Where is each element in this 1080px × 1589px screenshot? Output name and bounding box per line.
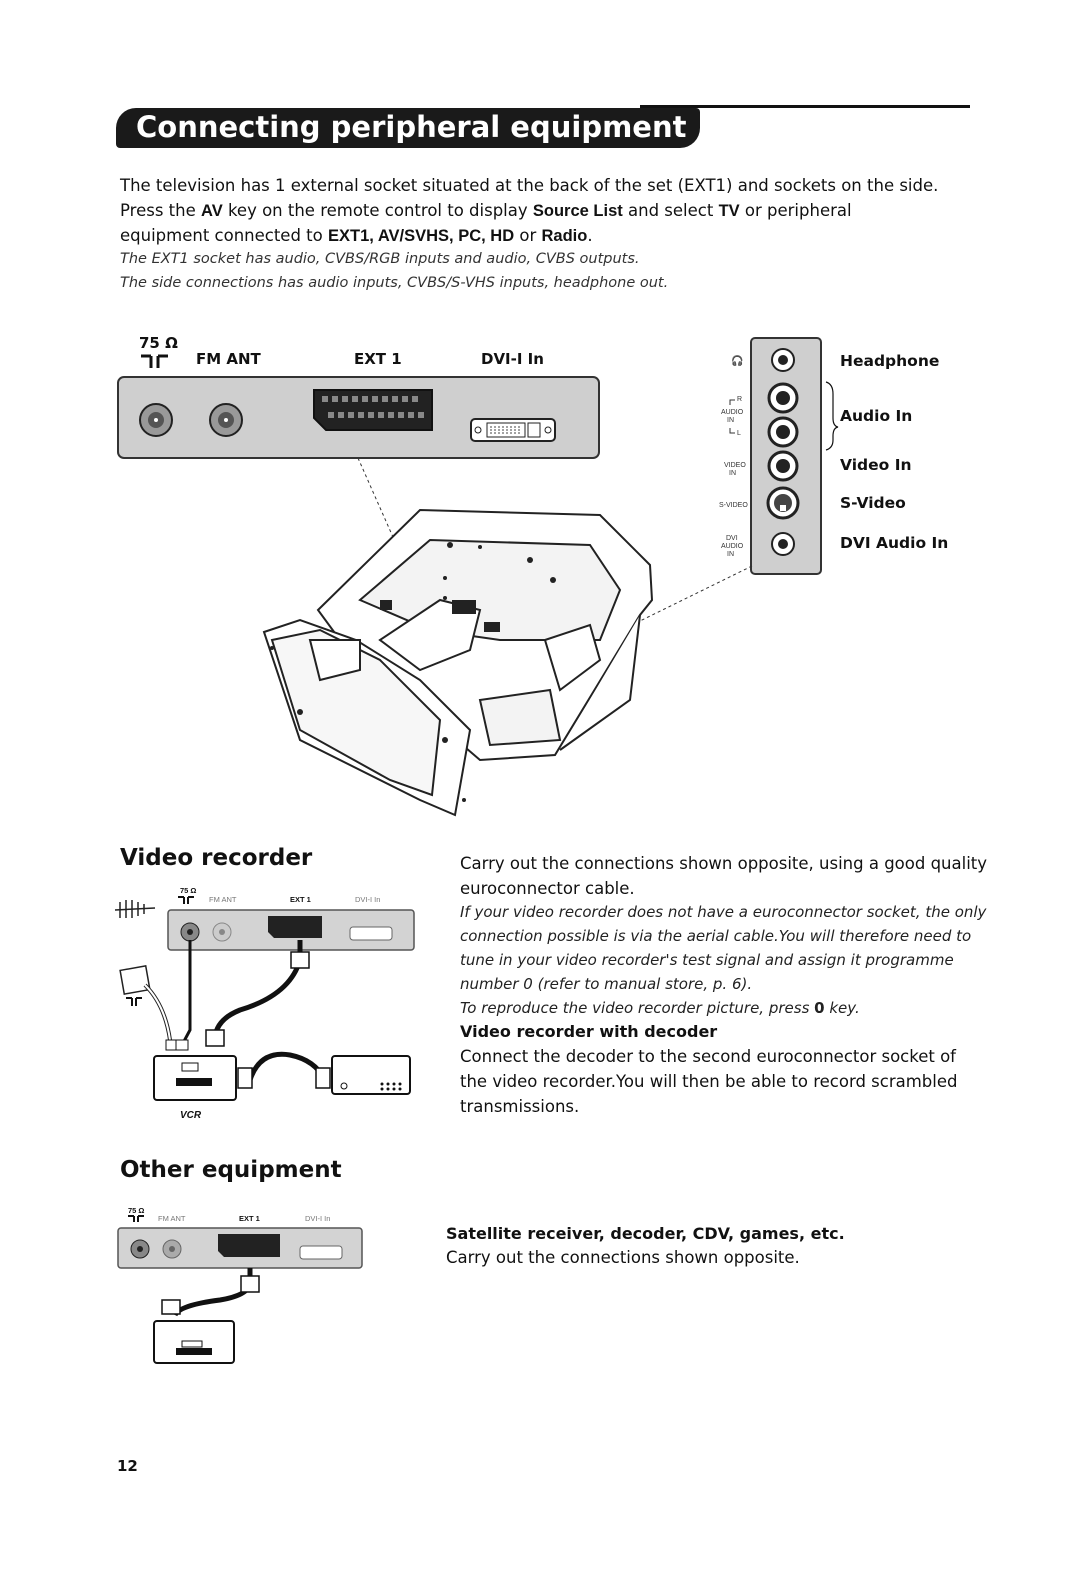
audio-in-label: Audio In <box>840 407 913 425</box>
tiny-dvi-audio-label: AUDIO <box>721 543 744 550</box>
oe-fm-label: FM ANT <box>158 1214 186 1223</box>
vr-ohm-label: 75 Ω <box>180 886 197 895</box>
audio-brace <box>825 381 839 451</box>
vr-italic-1: If your video recorder does not have a e… <box>460 903 987 921</box>
oe-ohm-label: 75 Ω <box>128 1206 145 1215</box>
dvi-socket-icon <box>470 418 556 442</box>
vr-fm-label: FM ANT <box>209 895 237 904</box>
fm-socket-icon <box>209 403 243 437</box>
vr-italic-2: connection possible is via the aerial ca… <box>460 927 972 945</box>
vr-italic-3: tune in your video recorder's test signa… <box>460 951 954 969</box>
aerial-icon <box>114 900 156 918</box>
audio-l-socket-icon <box>767 416 799 448</box>
intro-note-1: The EXT1 socket has audio, CVBS/RGB inpu… <box>120 251 640 267</box>
tiny-svideo-label: S-VIDEO <box>719 502 748 509</box>
tiny-video-in-label: IN <box>729 470 736 477</box>
vcr-label: VCR <box>180 1110 202 1121</box>
intro-line-1: The television has 1 external socket sit… <box>120 176 939 195</box>
ext1-label: EXT 1 <box>354 350 402 368</box>
audio-r-socket-icon <box>767 382 799 414</box>
page-number: 12 <box>117 1457 138 1475</box>
tv-rear-illustration <box>262 508 654 817</box>
connections-illustration: 🎧 <box>117 337 839 817</box>
tiny-video-label: VIDEO <box>724 462 746 469</box>
tiny-dvi-in-label: IN <box>727 551 734 558</box>
headphone-socket-icon <box>771 348 795 372</box>
tiny-in-label: IN <box>727 417 734 424</box>
ohm-label: 75 Ω <box>139 334 178 352</box>
vr-dvi-label: DVI-I In <box>355 895 381 904</box>
video-recorder-heading: Video recorder <box>120 845 313 871</box>
headphone-label: Headphone <box>840 352 940 370</box>
page-title: Connecting peripheral equipment <box>136 110 687 144</box>
vr-ext-label: EXT 1 <box>290 895 311 904</box>
vr-decoder-2: the video recorder.You will then be able… <box>460 1072 958 1091</box>
intro-line-3: equipment connected to EXT1, AV/SVHS, PC… <box>120 226 593 245</box>
video-in-label: Video In <box>840 456 912 474</box>
vr-para-1: Carry out the connections shown opposite… <box>460 854 988 873</box>
coax-socket-icon <box>139 403 173 437</box>
other-equipment-diagram <box>117 1215 363 1364</box>
dvi-label: DVI-I In <box>481 350 544 368</box>
vr-para-1b: euroconnector cable. <box>460 879 635 898</box>
header-rule <box>640 105 970 108</box>
video-recorder-diagram <box>114 896 415 1101</box>
intro-note-2: The side connections has audio inputs, C… <box>120 275 669 291</box>
decoder-box <box>331 1055 411 1095</box>
antenna-symbol-icon <box>141 354 168 368</box>
dvi-audio-socket-icon <box>771 532 795 556</box>
other-equipment-heading: Other equipment <box>120 1157 342 1183</box>
other-sub-heading: Satellite receiver, decoder, CDV, games,… <box>446 1224 845 1243</box>
headphone-icon: 🎧 <box>731 354 743 367</box>
tiny-l-label: L <box>737 430 741 437</box>
tiny-dvi-label: DVI <box>726 535 738 542</box>
page-title-bar: Connecting peripheral equipment <box>116 108 700 148</box>
oe-dvi-label: DVI-I In <box>305 1214 331 1223</box>
vr-decoder-3: transmissions. <box>460 1097 580 1116</box>
tv-detail-dots <box>270 542 556 802</box>
vr-decoder-heading: Video recorder with decoder <box>460 1022 718 1041</box>
vr-antenna-symbol-icon <box>178 896 194 904</box>
tiny-audio-label: AUDIO <box>721 409 744 416</box>
intro-line-2: Press the AV key on the remote control t… <box>120 201 852 220</box>
svideo-socket-icon <box>766 486 800 520</box>
dvi-audio-label: DVI Audio In <box>840 534 949 552</box>
scart-socket-icon <box>313 389 433 431</box>
svideo-label: S-Video <box>840 494 906 512</box>
vr-italic-5: To reproduce the video recorder picture,… <box>460 999 860 1017</box>
oe-ext-label: EXT 1 <box>239 1214 260 1223</box>
vr-italic-4: number 0 (refer to manual store, p. 6). <box>460 975 753 993</box>
other-text: Carry out the connections shown opposite… <box>446 1248 800 1267</box>
vr-decoder-1: Connect the decoder to the second euroco… <box>460 1047 956 1066</box>
tiny-r-label: R <box>737 396 743 403</box>
fm-ant-label: FM ANT <box>196 350 261 368</box>
video-socket-icon <box>767 450 799 482</box>
